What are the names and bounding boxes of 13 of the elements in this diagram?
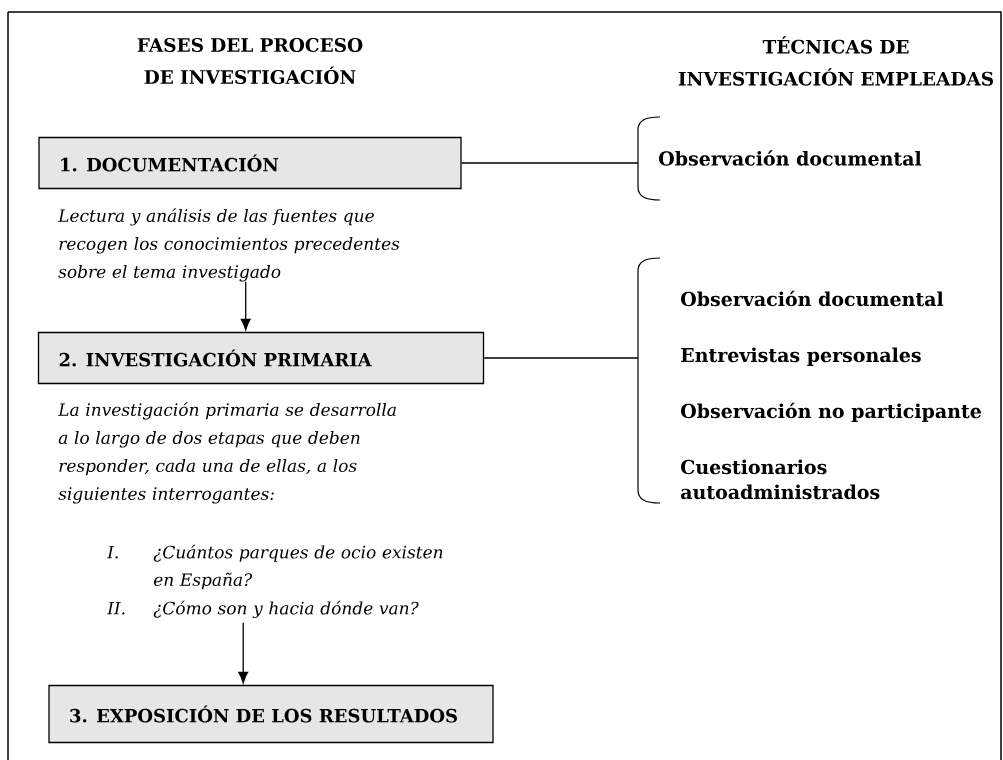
connector-line: [483, 357, 639, 359]
column-heading: FASES DEL PROCESO DE INVESTIGACIÓN: [137, 38, 363, 84]
column-heading: TÉCNICAS DE INVESTIGACIÓN EMPLEADAS: [678, 36, 993, 86]
arrow: [240, 281, 251, 331]
description-text: La investigación primaria se desarrolla a lo largo de dos etapas que deben responder, cada una de ellas, a los siguientes interrogantes: I. ¿Cuántos parques de ocio existen en España? II. ¿Cómo son y hacia dónde van?: [57, 402, 443, 619]
arrow: [238, 622, 249, 684]
description-text: Lectura y análisis de las fuentes que recogen los conocimientos precedentes sobre el tema investigado: [57, 208, 400, 282]
technique-text: Observación documental: [659, 150, 922, 166]
technique-text: Observación documental Entrevistas personales Observación no participante Cuestionarios autoadministrados: [681, 290, 981, 500]
connector-line: [461, 162, 639, 164]
process-box: 1. DOCUMENTACIÓN: [38, 136, 462, 190]
process-box: 2. INVESTIGACIÓN PRIMARIA: [37, 331, 485, 385]
process-box: 3. EXPOSICIÓN DE LOS RESULTADOS: [48, 684, 494, 744]
